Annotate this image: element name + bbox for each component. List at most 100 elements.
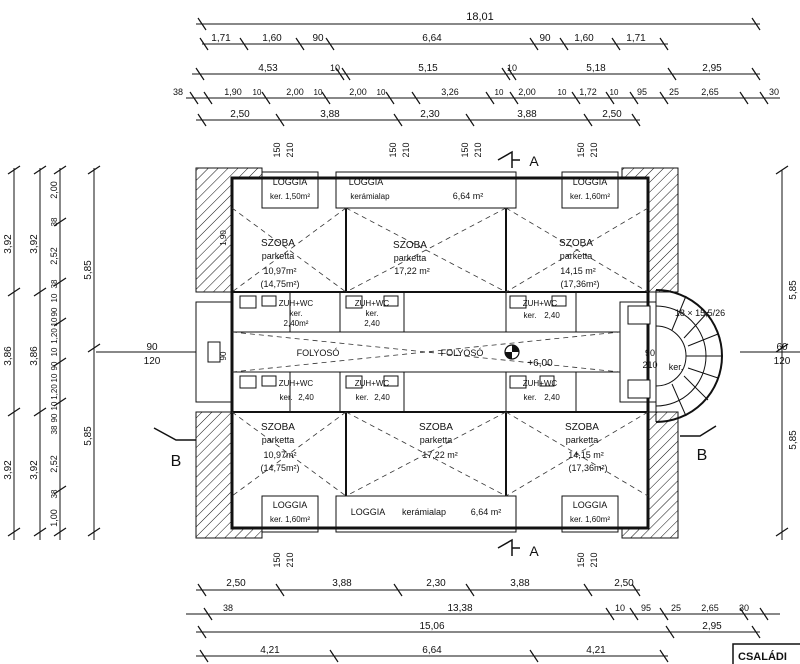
dim-top-r4-c: 2,30 [420,109,440,120]
dim-bot-r1-e: 25 [671,603,681,613]
dim-top-r3-7: 10 [377,88,386,97]
section-a-top-label: A [529,153,539,169]
dim-left-c1-c: 3,92 [29,460,40,480]
dim-top-r1-b: 1,60 [262,33,282,44]
szoba-tc-floor: parketta [394,253,427,263]
dim-top-r3-8: 3,26 [441,87,459,97]
loggia-bottom-floor: kerámialap [402,507,446,517]
wc-4-floor: ker. [280,393,293,402]
loggia-bl-name: LOGGIA [273,500,308,510]
dim-left-c2-13: 10 [50,401,59,410]
dim-left-c2-8: 1,20 [50,328,59,344]
dim-right-opening-h: 120 [774,356,791,367]
szoba-tl-floor: parketta [262,251,295,261]
wc-fixtures [239,295,567,389]
corridor-label-1: FOLYOSÓ [297,348,340,358]
dim-left-c2-7: 10 [50,317,59,326]
dim-left-c0-a: 3,92 [3,234,14,254]
szoba-tc-name: SZOBA [393,240,427,251]
opening-1-w: 150 [272,142,282,157]
dim-left-c2-3: 2,52 [49,247,59,265]
dim-top-r3-12: 1,72 [579,87,597,97]
building-plan: 90 18 × 15,5/26 ker. 90 210 [195,142,725,568]
dim-top-r3-5: 10 [314,88,323,97]
dim-left-opening-h: 120 [144,356,161,367]
wc-6-area: 2,40 [544,393,560,402]
dim-left-c2-5: 10 [50,293,59,302]
wc-3-floor: ker. [524,311,537,320]
loggia-tr-floor: ker. 1,60m² [570,192,610,201]
szoba-br-floor: parketta [566,435,599,445]
dim-top-r1-e: 90 [539,33,551,44]
dim-left-c2-4: 38 [50,279,59,288]
stair-label: 18 × 15,5/26 [675,308,725,318]
dim-left-c1-a: 3,92 [29,234,40,254]
dim-left-c2-14: 90 [50,413,59,422]
dim-left-c2-12: 1,20 [50,384,59,400]
dim-top-r4-b: 3,88 [320,109,340,120]
wc-4-area: 2,40 [298,393,314,402]
loggia-tr-name: LOGGIA [573,177,608,187]
wc-2-name: ZUH+WC [355,299,390,308]
dim-left-c0-b: 3,86 [3,346,14,366]
section-a-bottom-arrow-icon [497,538,520,556]
dim-bot-r2-b: 2,95 [702,621,722,632]
szoba-tr-area2: (17,36m²) [560,279,599,289]
szoba-tl-name: SZOBA [261,238,295,249]
opening-4-w: 150 [576,142,586,157]
stair-door-h: 210 [642,360,657,370]
right-dimension-chains: 5,85 5,85 60 120 [740,165,800,540]
dim-left-c3-a: 5,85 [83,260,94,280]
wc-3-name: ZUH+WC [523,299,558,308]
dim-bot-r3-a: 4,21 [260,645,280,656]
wc-5-name: ZUH+WC [355,379,390,388]
szoba-bl-area2: (14,75m²) [260,463,299,473]
opening-2-h: 210 [401,142,411,157]
opening-4-h: 210 [589,142,599,157]
loggia-tl-floor: ker. 1,50m² [270,192,310,201]
opening-2-w: 150 [388,142,398,157]
section-b-right-label: B [697,447,708,464]
loggia-bottom-name: LOGGIA [351,507,386,517]
dim-bot-r0-e: 2,50 [614,578,634,589]
dim-top-r3-17: 30 [769,87,779,97]
dim-top-r3-15: 25 [669,87,679,97]
dim-top-r1-g: 1,71 [626,33,646,44]
dim-top-r2-a: 4,53 [258,63,278,74]
dim-bot-r0-b: 3,88 [332,578,352,589]
dim-top-r3-1: 38 [173,87,183,97]
dim-left-c0-c: 3,92 [3,460,14,480]
loggia-bottom-area: 6,64 m² [471,507,502,517]
dim-top-r3-16: 2,65 [701,87,719,97]
dim-left-c2-18: 1,00 [49,509,59,527]
opening-3-h: 210 [473,142,483,157]
dim-left-c1-b: 3,86 [29,346,40,366]
loggia-tl-name: LOGGIA [273,177,308,187]
wc-3-area: 2,40 [544,311,560,320]
wc-5-area: 2,40 [374,393,390,402]
wc-1-name: ZUH+WC [279,299,314,308]
szoba-bl-area: 10,97m² [263,450,296,460]
dim-bot-r3-c: 4,21 [586,645,606,656]
room-labels: LOGGIA ker. 1,50m² LOGGIA kerámialap 6,6… [260,177,610,524]
opening-5-h: 210 [285,552,295,567]
dim-top-r3-9: 10 [495,88,504,97]
dim-bot-r1-b: 13,38 [447,603,472,614]
dim-bot-r1-f: 2,65 [701,603,719,613]
dim-total-width: 18,01 [466,11,494,23]
loggia-br-name: LOGGIA [573,500,608,510]
dim-left-c2-9: 10 [50,347,59,356]
stair-door-w: 90 [645,348,655,358]
window-openings: 150 210 150 210 150 210 150 210 150 210 … [272,142,599,567]
dim-top-r3-3: 10 [253,88,262,97]
title-block-text: CSALÁDI [738,650,787,663]
corridor-door-label: 90 [219,351,228,360]
dim-left-c2-10: 90 [50,361,59,370]
dim-top-r3-13: 10 [610,88,619,97]
dim-top-r3-10: 2,00 [518,87,536,97]
dim-top-r2-f: 2,95 [702,63,722,74]
dim-top-r4-e: 2,50 [602,109,622,120]
dim-bot-r0-a: 2,50 [226,578,246,589]
wc-2-area: 2,40 [364,319,380,328]
wc-4-name: ZUH+WC [279,379,314,388]
